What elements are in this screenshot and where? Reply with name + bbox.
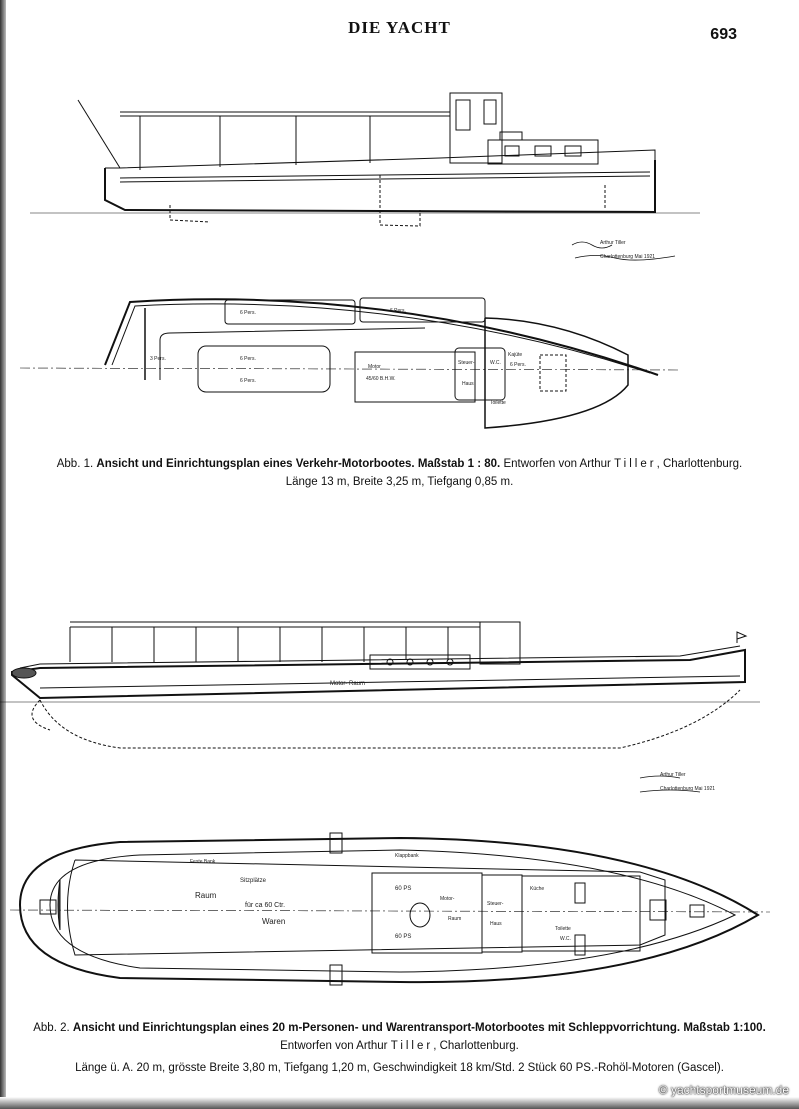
label-seats-stern: 3 Pers. <box>150 356 166 362</box>
figure1-plan-drawing: 6 Pers. 6 Pers. 6 Pers. 6 Pers. 3 Pers. … <box>19 297 681 429</box>
label-seats-a: 6 Pers. <box>240 310 256 316</box>
scan-edge <box>0 0 6 1109</box>
caption-scale: Maßstab 1:100. <box>683 1022 766 1034</box>
caption-designer: Entworfen von Arthur <box>503 458 611 470</box>
figure1-elevation-drawing: Arthur Tiller Charlottenburg Mai 1921 <box>30 92 700 261</box>
label-wc-2: W.C. <box>560 936 571 942</box>
label-seats-c: 6 Pers. <box>240 356 256 362</box>
label-goods: Waren <box>262 917 285 926</box>
caption-designer-place: , Charlottenburg. <box>656 458 743 470</box>
scan-edge-bottom <box>0 1097 799 1109</box>
page-number: 693 <box>710 26 737 43</box>
page-title: DIE YACHT <box>348 18 451 37</box>
label-wheelhouse-2: Haus <box>462 381 474 387</box>
figure2-caption: Abb. 2. Ansicht und Einrichtungsplan ein… <box>0 1022 799 1034</box>
label-motor-2: Raum <box>448 916 461 922</box>
label-motor-1: Motor- <box>440 896 455 902</box>
caption-title: Ansicht und Einrichtungsplan eines Verke… <box>96 458 415 470</box>
label-engine-2: 60 PS <box>395 934 411 940</box>
label-wc: W.C. <box>490 360 501 366</box>
watermark: © yachtsportmuseum.de <box>658 1083 789 1097</box>
label-kitchen: Küche <box>530 886 544 892</box>
caption-prefix: Abb. 2. <box>33 1022 70 1034</box>
figure2-elevation-drawing: Motor- Raum Arthur Tiller Charlottenburg… <box>0 621 760 793</box>
label-toilet: Toilette <box>490 400 506 406</box>
label-bench-1: Feste Bank <box>190 859 216 865</box>
caption-scale: Maßstab 1 : 80. <box>417 458 501 470</box>
label-seats-d: 6 Pers. <box>240 378 256 384</box>
caption-title: Ansicht und Einrichtungsplan eines 20 m-… <box>72 1022 681 1034</box>
caption-designer: Entworfen von Arthur <box>280 1040 388 1052</box>
caption-prefix: Abb. 1. <box>56 458 94 470</box>
caption-designer-name: Tiller <box>614 458 657 470</box>
figure2-plan-drawing: Feste Bank Klappbank Sitzplätze Raum für… <box>9 832 771 986</box>
label-seats-b: 6 Pers. <box>390 308 406 314</box>
label-cabin-2: 6 Pers. <box>510 362 526 368</box>
figure2-dimensions: Länge ü. A. 20 m, grösste Breite 3,80 m,… <box>75 1062 724 1074</box>
label-motor: Motor <box>368 364 381 370</box>
figure1-dimensions: Länge 13 m, Breite 3,25 m, Tiefgang 0,85… <box>285 476 514 488</box>
signature-1-place: Charlottenburg Mai 1921 <box>600 254 655 260</box>
signature-2-name: Arthur Tiller <box>660 772 686 778</box>
label-wheelhouse-1: Steuer- <box>458 360 475 366</box>
signature-1-name: Arthur Tiller <box>600 240 626 246</box>
caption-designer-name: Tiller <box>390 1040 434 1052</box>
label-engine-1: 60 PS <box>395 886 411 892</box>
label-bench-2: Klappbank <box>395 853 419 859</box>
label-cabin-1: Kajüte <box>508 352 522 358</box>
label-helm-1: Steuer- <box>487 901 504 907</box>
signature-2-place: Charlottenburg Mai 1921 <box>660 786 715 792</box>
label-room: Raum <box>195 891 217 900</box>
figure2-designer: Entworfen von Arthur Tiller, Charlottenb… <box>0 1040 799 1052</box>
label-helm-2: Haus <box>490 921 502 927</box>
label-motor-power: 45/60 B.H.W. <box>366 376 395 382</box>
label-motor-room: Motor- Raum <box>330 681 365 687</box>
label-toilet-2: Toilette <box>555 926 571 932</box>
caption-designer-place: , Charlottenburg. <box>433 1040 519 1052</box>
label-capacity: für ca 60 Ctr. <box>245 902 285 909</box>
label-seating: Sitzplätze <box>240 878 267 884</box>
figure1-caption: Abb. 1. Ansicht und Einrichtungsplan ein… <box>0 458 799 470</box>
